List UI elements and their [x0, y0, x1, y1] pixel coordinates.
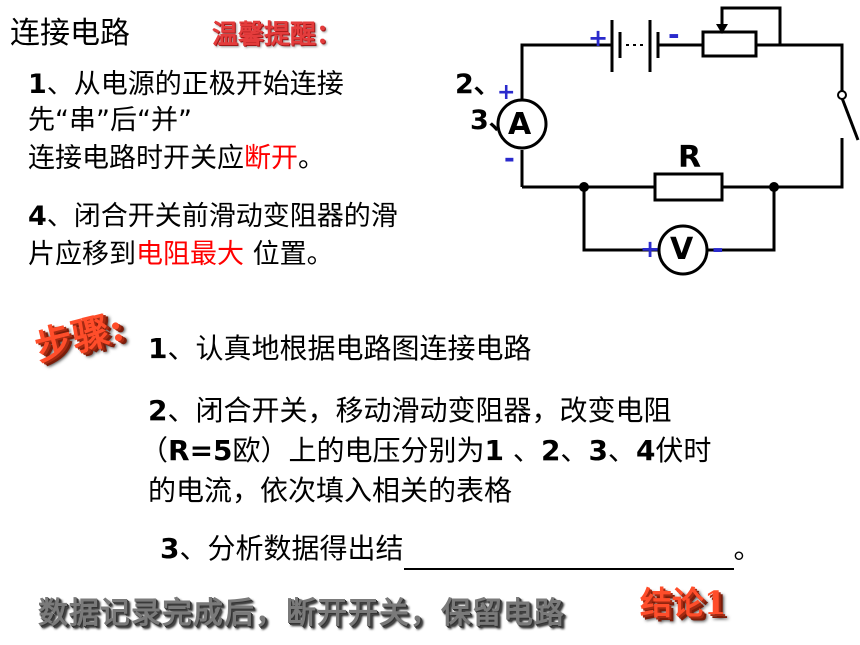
- voltmeter-minus-label: -: [712, 232, 724, 265]
- tip-4-line-2: 片应移到电阻最大 位置。: [28, 238, 334, 272]
- step-2-text-mid: 欧）上的电压分别为: [232, 434, 485, 467]
- step-2-line-2: （R=5欧）上的电压分别为1 、2、3、4伏时: [140, 430, 711, 472]
- bottom-wordart: 数据记录完成后，断开开关，保留电路: [38, 596, 565, 631]
- step-2-text: 、闭合开关，移动滑动变阻器，改变电阻: [167, 394, 672, 427]
- step-3: 3、分析数据得出结 。: [160, 528, 762, 570]
- step-2-unit: 伏时: [655, 434, 712, 467]
- battery-minus-label: -: [668, 18, 680, 51]
- step-2-sep1: 、: [504, 434, 541, 467]
- tip-line-3: 连接电路时开关应断开。: [28, 142, 325, 176]
- step-1-number: 1: [148, 332, 168, 365]
- tip-4-line-2-pre: 片应移到: [28, 239, 136, 270]
- tip-1-text: 、从电源的正极开始连接: [46, 69, 344, 100]
- voltmeter-label: V: [670, 232, 694, 267]
- tip-4-line-1: 4、闭合开关前滑动变阻器的滑: [28, 200, 398, 234]
- tip-4-line-2-post: 位置。: [244, 239, 334, 270]
- tip-1-number: 1: [28, 69, 47, 100]
- page-title: 连接电路: [10, 16, 130, 51]
- step-3-end: 。: [733, 532, 762, 565]
- switch-blade: [840, 97, 860, 141]
- voltmeter-plus-label: +: [640, 235, 661, 263]
- tip-4-line-2-red: 电阻最大: [136, 239, 244, 270]
- battery-icon: [610, 20, 660, 72]
- conclusion-wordart: 结论1: [640, 584, 727, 622]
- wire-right-down: [774, 138, 844, 189]
- tip-line-3-pre: 连接电路时开关应: [28, 143, 244, 174]
- switch-contact-icon: [837, 90, 847, 100]
- conclusion-blank: [403, 542, 734, 570]
- step-2-line-3: 的电流，依次填入相关的表格: [148, 474, 513, 507]
- junction-left-icon: [579, 182, 589, 192]
- wire-top-left: [520, 43, 612, 120]
- step-1-text: 、认真地根据电路图连接电路: [167, 332, 532, 365]
- voltmeter-icon: [657, 224, 709, 276]
- ammeter-icon: [496, 98, 548, 150]
- ammeter-plus-label: +: [497, 80, 516, 105]
- tip-2-label: 2、: [455, 69, 501, 100]
- reminder-heading: 温馨提醒：: [212, 20, 343, 50]
- junction-right-icon: [769, 182, 779, 192]
- wire-v-right: [706, 187, 776, 252]
- wire-v-left: [582, 187, 660, 252]
- step-2-sep3: 、: [607, 434, 636, 467]
- step-3-number: 3: [160, 532, 180, 565]
- step-2-v4: 4: [635, 434, 656, 467]
- step-2-sep2: 、: [560, 434, 589, 467]
- resistor-label: R: [678, 140, 702, 175]
- battery-plus-label: +: [588, 24, 609, 52]
- tip-line-2: 先“串”后“并”: [28, 105, 192, 136]
- step-2-v2: 2: [540, 434, 561, 467]
- step-2-v3: 3: [588, 434, 608, 467]
- tip-4-number: 4: [28, 201, 47, 232]
- ammeter-label: A: [508, 107, 532, 142]
- step-2-resistance: R=5: [168, 434, 233, 467]
- tip-1: 1、从电源的正极开始连接: [28, 68, 344, 102]
- step-1: 1、认真地根据电路图连接电路: [148, 328, 532, 370]
- step-2-line-1: 2、闭合开关，移动滑动变阻器，改变电阻: [148, 390, 672, 432]
- resistor-icon: [653, 172, 724, 202]
- rheostat-icon: [701, 30, 758, 58]
- step-3-text: 、分析数据得出结: [179, 532, 404, 565]
- wire-top-right: [780, 43, 844, 92]
- tip-line-3-post: 。: [298, 143, 325, 174]
- tip-line-3-red: 断开: [244, 143, 298, 174]
- step-2-v1: 1: [484, 434, 505, 467]
- wire-slider: [720, 6, 782, 47]
- ammeter-minus-label: -: [504, 144, 515, 174]
- step-2-paren: （: [140, 434, 169, 467]
- step-2-number: 2: [148, 394, 168, 427]
- slider-arrow-icon: [716, 24, 728, 34]
- tip-4-text: 、闭合开关前滑动变阻器的滑: [46, 201, 398, 232]
